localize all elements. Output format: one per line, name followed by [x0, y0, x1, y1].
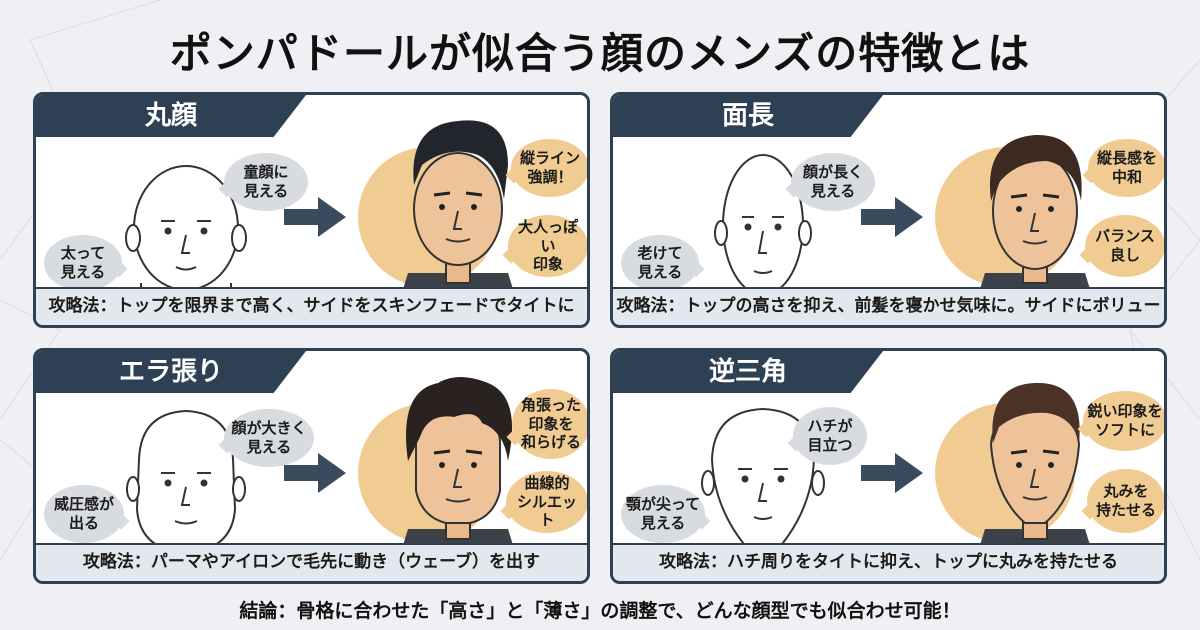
after-note-top: 鋭い印象を ソフトに — [1083, 391, 1164, 451]
after-note-bottom: 丸みを 持たせる — [1087, 469, 1164, 533]
card-title: 丸顔 — [36, 95, 306, 137]
before-face-illustration — [714, 154, 812, 296]
page-title: ポンパドールが似合う顔のメンズの特徴とは — [169, 29, 1031, 78]
arrow-right-icon — [861, 453, 923, 493]
card-title: 面長 — [613, 95, 883, 137]
after-note-bottom: 大人っぽい 印象 — [508, 215, 587, 277]
card-inverted-triangle: 逆三角 ハチが 目立つ 顎が尖って 見える 鋭い印象を ソフトに 丸みを 持たせ… — [610, 348, 1167, 584]
before-face-illustration — [126, 409, 246, 550]
before-note-top: 童顔に 見える — [224, 153, 308, 211]
strategy-text: 攻略法：ハチ周りをタイトに抑え、トップに丸みを持たせる — [613, 543, 1164, 581]
conclusion-text: 結論：骨格に合わせた「高さ」と「薄さ」の調整で、どんな顔型でも似合わせ可能！ — [239, 600, 961, 622]
card-long-face: 面長 顔が長く 見える 老けて 見える 縦長感を 中和 バランス 良し 攻略法：… — [610, 92, 1167, 328]
card-title: エラ張り — [36, 351, 306, 393]
card-title: 逆三角 — [613, 351, 883, 393]
strategy-text: 攻略法：トップの高さを抑え、前髪を寝かせ気味に。サイドにボリューム — [613, 287, 1164, 325]
after-note-top: 角張った 印象を 和らげる — [512, 389, 587, 459]
styled-face-illustration — [935, 134, 1095, 305]
after-note-bottom: 曲線的 シルエット — [506, 471, 587, 533]
strategy-text: 攻略法：トップを限界まで高く、サイドをスキンフェードでタイトに — [36, 287, 587, 325]
arrow-right-icon — [861, 197, 923, 237]
strategy-text: 攻略法：パーマやアイロンで毛先に動き（ウェーブ）を出す — [36, 543, 587, 581]
after-note-bottom: バランス 良し — [1085, 215, 1164, 277]
before-note-bottom: 顎が尖って 見える — [621, 485, 705, 543]
after-note-top: 縦長感を 中和 — [1088, 139, 1164, 197]
before-note-top: 顔が大きく 見える — [224, 409, 314, 467]
before-note-top: 顔が長く 見える — [791, 153, 875, 211]
before-note-bottom: 老けて 見える — [621, 235, 699, 291]
before-face-illustration — [125, 165, 247, 303]
arrow-right-icon — [284, 197, 346, 237]
styled-face-illustration — [358, 120, 518, 305]
before-note-bottom: 威圧感が 出る — [44, 485, 124, 543]
before-note-bottom: 太って 見える — [44, 235, 122, 291]
arrow-right-icon — [284, 453, 346, 493]
before-note-top: ハチが 目立つ — [793, 407, 867, 465]
card-round-face: 丸顔 童顔に 見える 太って 見える 縦ライン 強調！ 大人っぽい 印象 攻略法… — [33, 92, 590, 328]
card-square-jaw: エラ張り 顔が大きく 見える 威圧感が 出る 角張った 印象を 和らげる 曲線的… — [33, 348, 590, 584]
after-note-top: 縦ライン 強調！ — [511, 139, 587, 197]
